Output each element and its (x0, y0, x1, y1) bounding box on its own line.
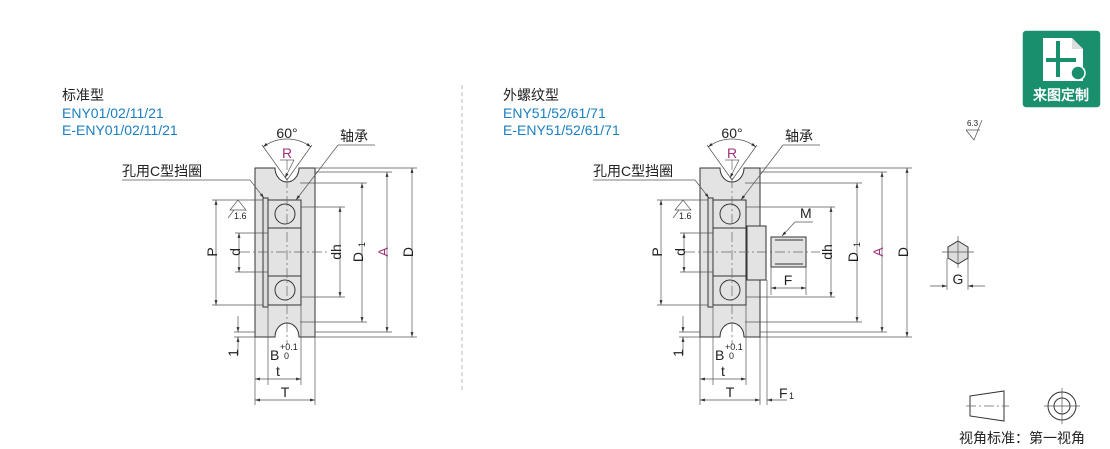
dim-B: B (715, 347, 724, 363)
bearing-ball (274, 279, 296, 301)
dim-1: 1 (225, 349, 241, 357)
dim-P: P (204, 247, 220, 256)
dim-A: A (375, 247, 391, 257)
retaining-ring-label: 孔用C型挡圈 (593, 163, 673, 179)
right-roller-drawing: 60° R 轴承 孔用C型挡圈 1.6 M (593, 125, 912, 405)
radius-label: R (727, 145, 737, 161)
bearing-ball (274, 203, 296, 225)
badge-label: 来图定制 (1032, 87, 1089, 104)
dim-T: T (281, 384, 290, 400)
retaining-ring (707, 197, 714, 308)
dim-A: A (870, 247, 886, 257)
dim-d: d (227, 248, 243, 256)
projection-caption: 视角标准：第一视角 (959, 430, 1085, 446)
angle-label: 60° (276, 125, 297, 141)
left-code-1: ENY01/02/11/21 (62, 105, 164, 121)
dim-F1-sub: 1 (789, 391, 794, 401)
bearing-ball (719, 279, 741, 301)
dim-D: D (895, 247, 911, 257)
dim-B-tol-lower: 0 (729, 351, 734, 361)
left-code-2: E-ENY01/02/11/21 (62, 122, 178, 138)
dim-t: t (276, 363, 280, 379)
first-angle-projection-symbol: 视角标准：第一视角 (959, 388, 1085, 446)
dim-D: D (400, 247, 416, 257)
right-title: 外螺纹型 (503, 87, 559, 103)
dim-F: F (784, 272, 793, 288)
bearing-label: 轴承 (340, 128, 368, 144)
dim-d: d (672, 248, 688, 256)
dim-F1: F (779, 385, 788, 401)
bearing-label: 轴承 (785, 128, 813, 144)
dim-P: P (649, 247, 665, 256)
dim-D1: D (350, 252, 366, 262)
dim-t: t (721, 363, 725, 379)
tool-icon (1070, 65, 1086, 81)
bearing-ball (719, 203, 741, 225)
dim-D1-sub: 1 (357, 242, 367, 247)
shaft-hub (746, 225, 767, 281)
dim-D1: D (845, 252, 861, 262)
thread-M-label: M (800, 205, 812, 221)
dim-T: T (726, 384, 735, 400)
custom-drawing-badge[interactable]: 来图定制 (1021, 29, 1102, 109)
left-roller-drawing: 60° R 轴承 孔用C型挡圈 1.6 (122, 125, 417, 405)
retaining-ring-label: 孔用C型挡圈 (122, 163, 202, 179)
surface-roughness-symbol: 6.3 (965, 119, 983, 141)
hex-G-label: G (953, 271, 964, 287)
dim-1: 1 (670, 349, 686, 357)
dim-D1-sub: 1 (852, 242, 862, 247)
roughness-label: 1.6 (679, 211, 692, 221)
left-title: 标准型 (62, 87, 104, 103)
roughness-value: 6.3 (967, 119, 979, 128)
dim-B-tol-upper: +0.1 (725, 342, 743, 352)
hex-nut-symbol: G (930, 236, 985, 290)
dim-B-tol-upper: +0.1 (280, 342, 298, 352)
right-code-1: ENY51/52/61/71 (503, 105, 606, 121)
dim-B: B (270, 347, 279, 363)
dim-dh: dh (328, 244, 344, 260)
dim-dh: dh (819, 244, 835, 260)
radius-label: R (282, 145, 292, 161)
roughness-label: 1.6 (234, 211, 247, 221)
retaining-ring (262, 197, 269, 308)
right-code-2: E-ENY51/52/61/71 (503, 122, 620, 138)
dim-B-tol-lower: 0 (284, 351, 289, 361)
angle-label: 60° (721, 125, 742, 141)
